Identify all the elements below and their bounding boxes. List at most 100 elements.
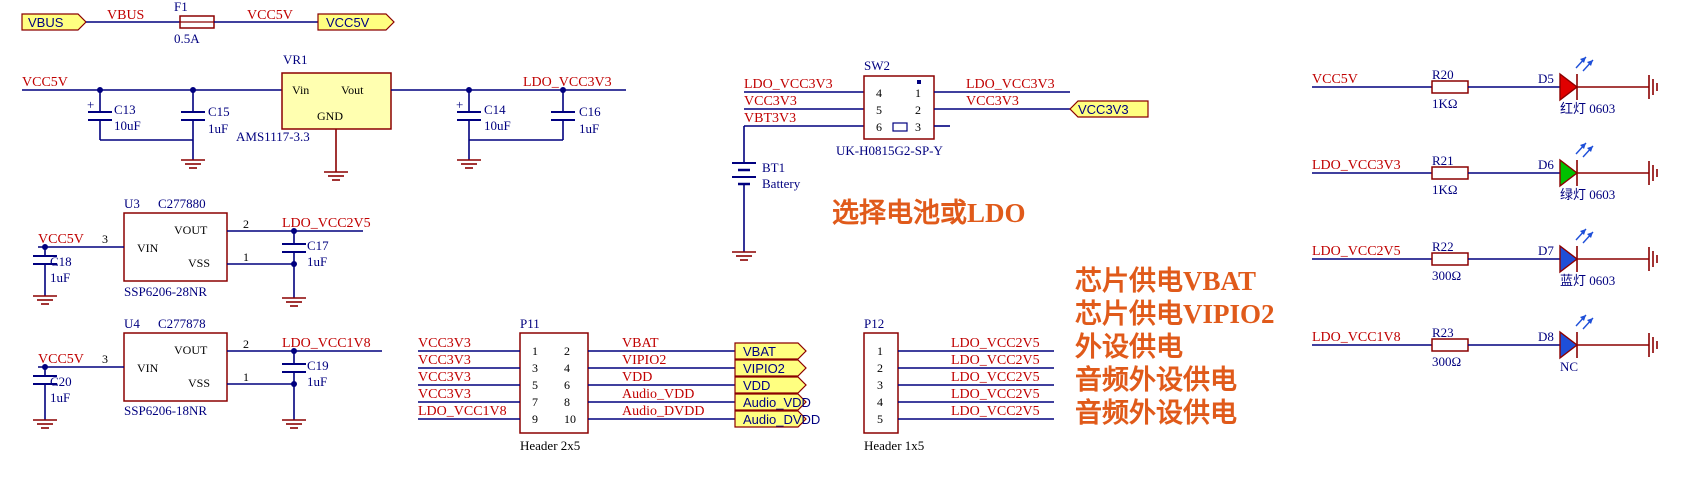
led-diode[interactable] — [1559, 244, 1579, 274]
u4-pin2: 2 — [243, 337, 249, 351]
regulator-vr1[interactable] — [281, 72, 392, 130]
bt1-ref: BT1 — [762, 160, 785, 175]
p11-port[interactable] — [734, 410, 807, 428]
ground-symbol — [281, 419, 307, 429]
capacitor-c17[interactable] — [281, 243, 307, 253]
p11-port-label: Audio_VDD — [743, 395, 811, 410]
led-ref: D6 — [1538, 157, 1554, 172]
vr1-ref: VR1 — [283, 52, 308, 67]
u4-in-pin: 3 — [102, 352, 108, 366]
switch-sw2[interactable] — [863, 75, 935, 140]
u3-code: C277880 — [158, 196, 206, 211]
capacitor-c14[interactable] — [456, 111, 482, 121]
u3-in-net: VCC5V — [38, 232, 84, 247]
capacitor-c15[interactable] — [180, 111, 206, 121]
capacitor-c13[interactable] — [87, 111, 113, 121]
resistor[interactable] — [1431, 166, 1469, 180]
p12-net: LDO_VCC2V5 — [951, 370, 1040, 385]
resistor-ref: R23 — [1432, 325, 1454, 340]
c17-value: 1uF — [307, 254, 327, 269]
p11-port[interactable] — [734, 359, 807, 377]
ldo33-section: VCC5V + C13 10uF C15 1uF VR1 Vin Vout GN… — [22, 52, 626, 181]
resistor[interactable] — [1431, 252, 1469, 266]
p12-net: LDO_VCC2V5 — [951, 353, 1040, 368]
p11-port[interactable] — [734, 342, 807, 360]
c15-ref: C15 — [208, 104, 230, 119]
p11-port[interactable] — [734, 376, 807, 394]
resistor[interactable] — [1431, 80, 1469, 94]
header-p11[interactable] — [519, 332, 589, 434]
c17-ref: C17 — [307, 238, 329, 253]
p11-left-net: VCC3V3 — [418, 387, 471, 402]
led-net: LDO_VCC1V8 — [1312, 330, 1401, 345]
resistor-ref: R22 — [1432, 239, 1454, 254]
c18-ref: C18 — [50, 254, 72, 269]
u4-pin1: 1 — [243, 370, 249, 384]
vcc5v-port[interactable] — [317, 13, 395, 31]
c16-value: 1uF — [579, 121, 599, 136]
sw2-ref: SW2 — [864, 58, 890, 73]
u4-out-net: LDO_VCC1V8 — [282, 336, 371, 351]
led-net: VCC5V — [1312, 72, 1358, 87]
led-ref: D5 — [1538, 71, 1554, 86]
c18-value: 1uF — [50, 270, 70, 285]
resistor-value: 300Ω — [1432, 354, 1461, 369]
p12-pin: 4 — [877, 395, 883, 409]
u3-section: U3 C277880 VIN VOUT VSS SSP6206-28NR VCC… — [32, 196, 371, 307]
ground-symbol — [180, 159, 206, 169]
led-label: NC — [1560, 359, 1578, 374]
resistor-value: 1KΩ — [1432, 96, 1458, 111]
p11-port-label: VIPIO2 — [743, 361, 785, 376]
sw2-part: UK-H0815G2-SP-Y — [836, 143, 944, 158]
vcc5v-port-label: VCC5V — [326, 15, 370, 30]
bt1-value: Battery — [762, 176, 801, 191]
p12-ref: P12 — [864, 316, 884, 331]
u3-pin1: 1 — [243, 250, 249, 264]
resistor-ref: R20 — [1432, 67, 1454, 82]
p11-right-pin: 8 — [564, 395, 570, 409]
led-ref: D8 — [1538, 329, 1554, 344]
vr1-pin-gnd: GND — [317, 109, 343, 123]
p12-net: LDO_VCC2V5 — [951, 404, 1040, 419]
resistor[interactable] — [1431, 338, 1469, 352]
c20-value: 1uF — [50, 390, 70, 405]
header-p12[interactable] — [863, 332, 899, 434]
fuse-value: 0.5A — [174, 31, 200, 46]
power-note: 芯片供电VBAT — [1075, 266, 1256, 296]
u4-in-net: VCC5V — [38, 352, 84, 367]
led-net: LDO_VCC3V3 — [1312, 158, 1401, 173]
p11-left-pin: 5 — [532, 378, 538, 392]
led-diode[interactable] — [1559, 330, 1579, 360]
sw2-section: LDO_VCC3V3 VCC3V3 VBT3V3 SW2 4 5 6 1 2 3… — [731, 58, 1149, 261]
capacitor-c19[interactable] — [281, 363, 307, 373]
power-note: 音频外设供电 — [1075, 397, 1237, 428]
vbus-port[interactable] — [21, 13, 87, 31]
u3-in-pin: 3 — [102, 232, 108, 246]
p12-footprint: Header 1x5 — [864, 438, 924, 453]
vbus-port-label: VBUS — [28, 15, 64, 30]
fuse-ref: F1 — [174, 0, 188, 14]
c13-ref: C13 — [114, 102, 136, 117]
ldo33-out-net: LDO_VCC3V3 — [523, 75, 612, 90]
vcc3v3-port[interactable] — [1069, 100, 1149, 118]
ground-symbol — [731, 251, 757, 261]
p11-right-net: VIPIO2 — [622, 353, 666, 368]
u3-pin2: 2 — [243, 217, 249, 231]
p12-net: LDO_VCC2V5 — [951, 336, 1040, 351]
p11-ref: P11 — [520, 316, 540, 331]
sw2-net-b: VCC3V3 — [744, 94, 797, 109]
led-diode[interactable] — [1559, 158, 1579, 188]
resistor-value: 1KΩ — [1432, 182, 1458, 197]
c13-plus: + — [87, 97, 94, 112]
sw2-note: 选择电池或LDO — [832, 198, 1026, 228]
p11-port[interactable] — [734, 393, 807, 411]
u4-pin-vout: VOUT — [174, 343, 208, 357]
led-ref: D7 — [1538, 243, 1554, 258]
led-net: LDO_VCC2V5 — [1312, 244, 1401, 259]
u4-pin-vss: VSS — [188, 376, 210, 390]
led-diode[interactable] — [1559, 72, 1579, 102]
capacitor-c16[interactable] — [550, 111, 576, 121]
c16-ref: C16 — [579, 104, 601, 119]
